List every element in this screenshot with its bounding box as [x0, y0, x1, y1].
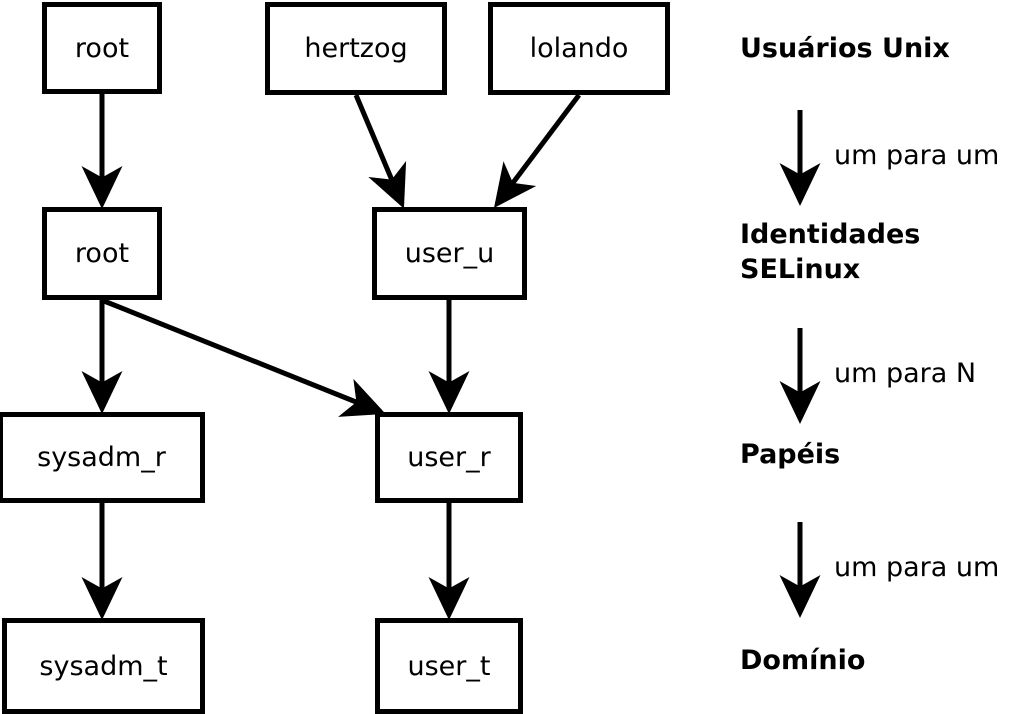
- legend-title-unix-users: Usuários Unix: [740, 33, 950, 64]
- node-label: hertzog: [304, 33, 408, 64]
- legend-title-roles: Papéis: [740, 439, 841, 470]
- node-selinux-root[interactable]: root: [42, 207, 162, 300]
- edge-selinux-root-to-user-r: [103, 298, 386, 417]
- node-domain-sysadm-t[interactable]: sysadm_t: [2, 618, 205, 714]
- edge-lolando-to-user-u: [493, 93, 581, 208]
- node-label: lolando: [529, 33, 629, 64]
- node-label: root: [74, 32, 130, 64]
- node-label: user_t: [407, 650, 491, 682]
- node-unix-lolando[interactable]: lolando: [488, 2, 670, 95]
- node-role-user-r[interactable]: user_r: [375, 412, 523, 503]
- node-label: user_r: [407, 442, 491, 473]
- node-selinux-user-u[interactable]: user_u: [372, 207, 527, 300]
- node-role-sysadm-r[interactable]: sysadm_r: [0, 412, 205, 503]
- legend-relation-identities-to-roles: um para N: [834, 358, 977, 389]
- legend-title-line-2: SELinux: [740, 253, 861, 285]
- edge-hertzog-to-user-u: [353, 94, 407, 209]
- legend-relation-users-to-identities: um para um: [834, 140, 1000, 171]
- legend-relation-roles-to-domains: um para um: [834, 552, 1000, 583]
- node-unix-hertzog[interactable]: hertzog: [265, 2, 447, 95]
- legend-title-selinux-identities: Identidades SELinux: [740, 218, 920, 287]
- node-label: sysadm_r: [37, 442, 166, 473]
- node-label: sysadm_t: [39, 650, 168, 682]
- node-unix-root[interactable]: root: [42, 2, 162, 94]
- legend-title-line-1: Identidades: [740, 219, 921, 250]
- node-label: user_u: [404, 238, 495, 269]
- legend-title-domains: Domínio: [740, 645, 866, 676]
- node-domain-user-t[interactable]: user_t: [375, 618, 523, 714]
- node-label: root: [74, 238, 130, 269]
